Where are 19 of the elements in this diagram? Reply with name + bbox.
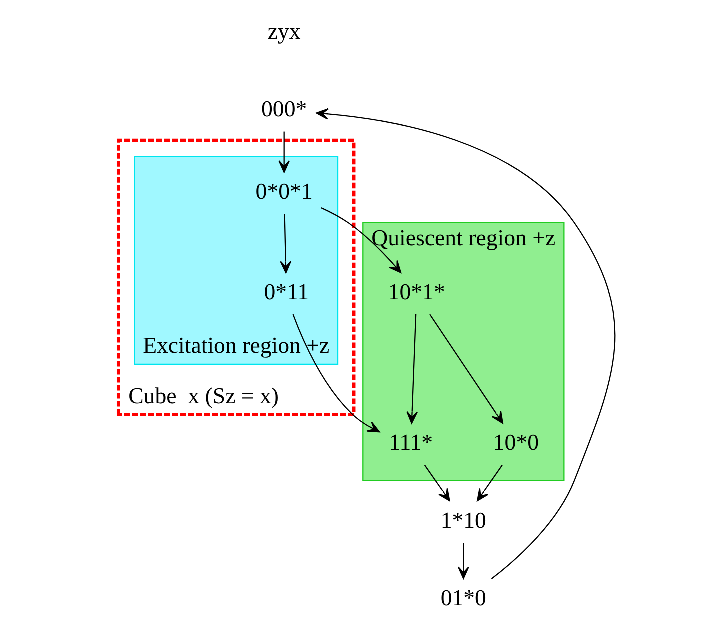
arrow	[292, 314, 380, 433]
arrow	[424, 465, 450, 502]
node-text: 01*0	[440, 585, 486, 610]
arrow	[316, 108, 616, 580]
node-text: 1*10	[440, 508, 486, 533]
node-text: 10*1*	[388, 279, 445, 304]
arrow	[280, 214, 292, 274]
node-text: 0*11	[264, 279, 309, 304]
arrow	[406, 314, 418, 424]
node-text: 0*0*1	[255, 178, 312, 204]
node-text: 111*	[388, 430, 433, 456]
arrow	[278, 132, 290, 174]
arrow	[476, 465, 502, 502]
label: zyx	[267, 18, 300, 44]
arrow	[457, 543, 469, 580]
arrow	[320, 208, 402, 274]
arrow	[429, 314, 504, 424]
node-text: 10*0	[492, 430, 539, 456]
node-text: 000*	[261, 96, 307, 122]
